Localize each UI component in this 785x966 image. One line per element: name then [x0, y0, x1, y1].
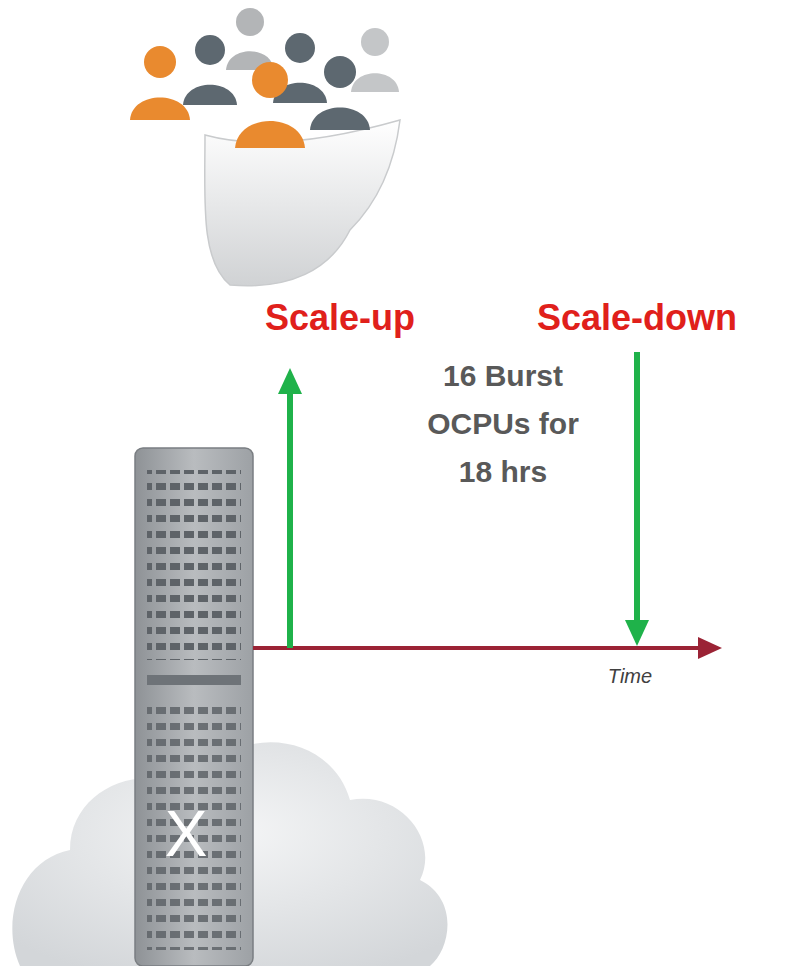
- server-rack: [135, 448, 253, 966]
- scale-down-arrow: [625, 352, 649, 646]
- scale-up-label: Scale-up: [265, 296, 415, 339]
- burst-note: 16 Burst OCPUs for 18 hrs: [413, 352, 593, 496]
- scale-up-arrow: [278, 368, 302, 648]
- axis-label: Time: [608, 664, 652, 688]
- users-icon: [130, 8, 400, 286]
- scale-down-label: Scale-down: [537, 296, 737, 339]
- time-axis: [253, 637, 722, 659]
- logo-mark: X: [165, 796, 208, 873]
